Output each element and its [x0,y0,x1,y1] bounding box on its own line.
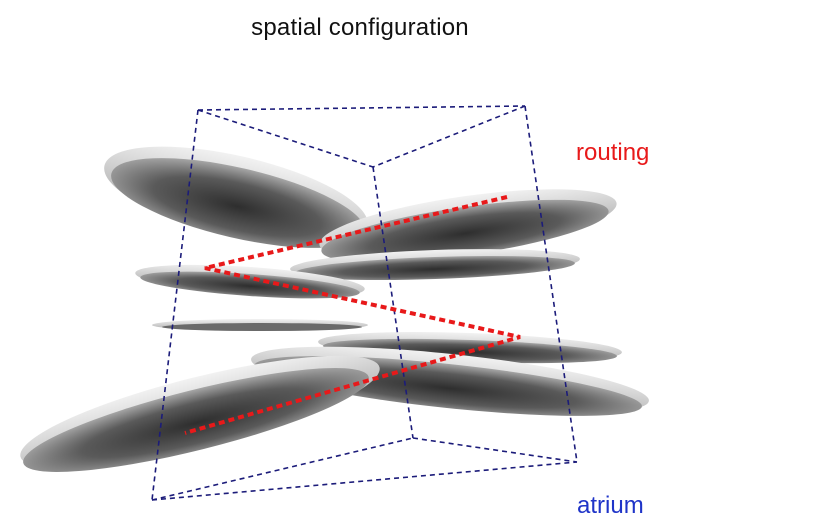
floor-slabs [20,146,649,472]
floor-slab [20,355,380,472]
floor-slab [319,189,617,263]
atrium-frame [151,105,578,501]
diagram-title: spatial configuration [251,14,469,41]
floor-slab [104,146,368,248]
floor-slab [152,319,368,331]
floor-slab [290,249,580,281]
atrium-label: atrium [577,492,644,519]
routing-label: routing [576,139,650,166]
routing-path [184,195,521,435]
